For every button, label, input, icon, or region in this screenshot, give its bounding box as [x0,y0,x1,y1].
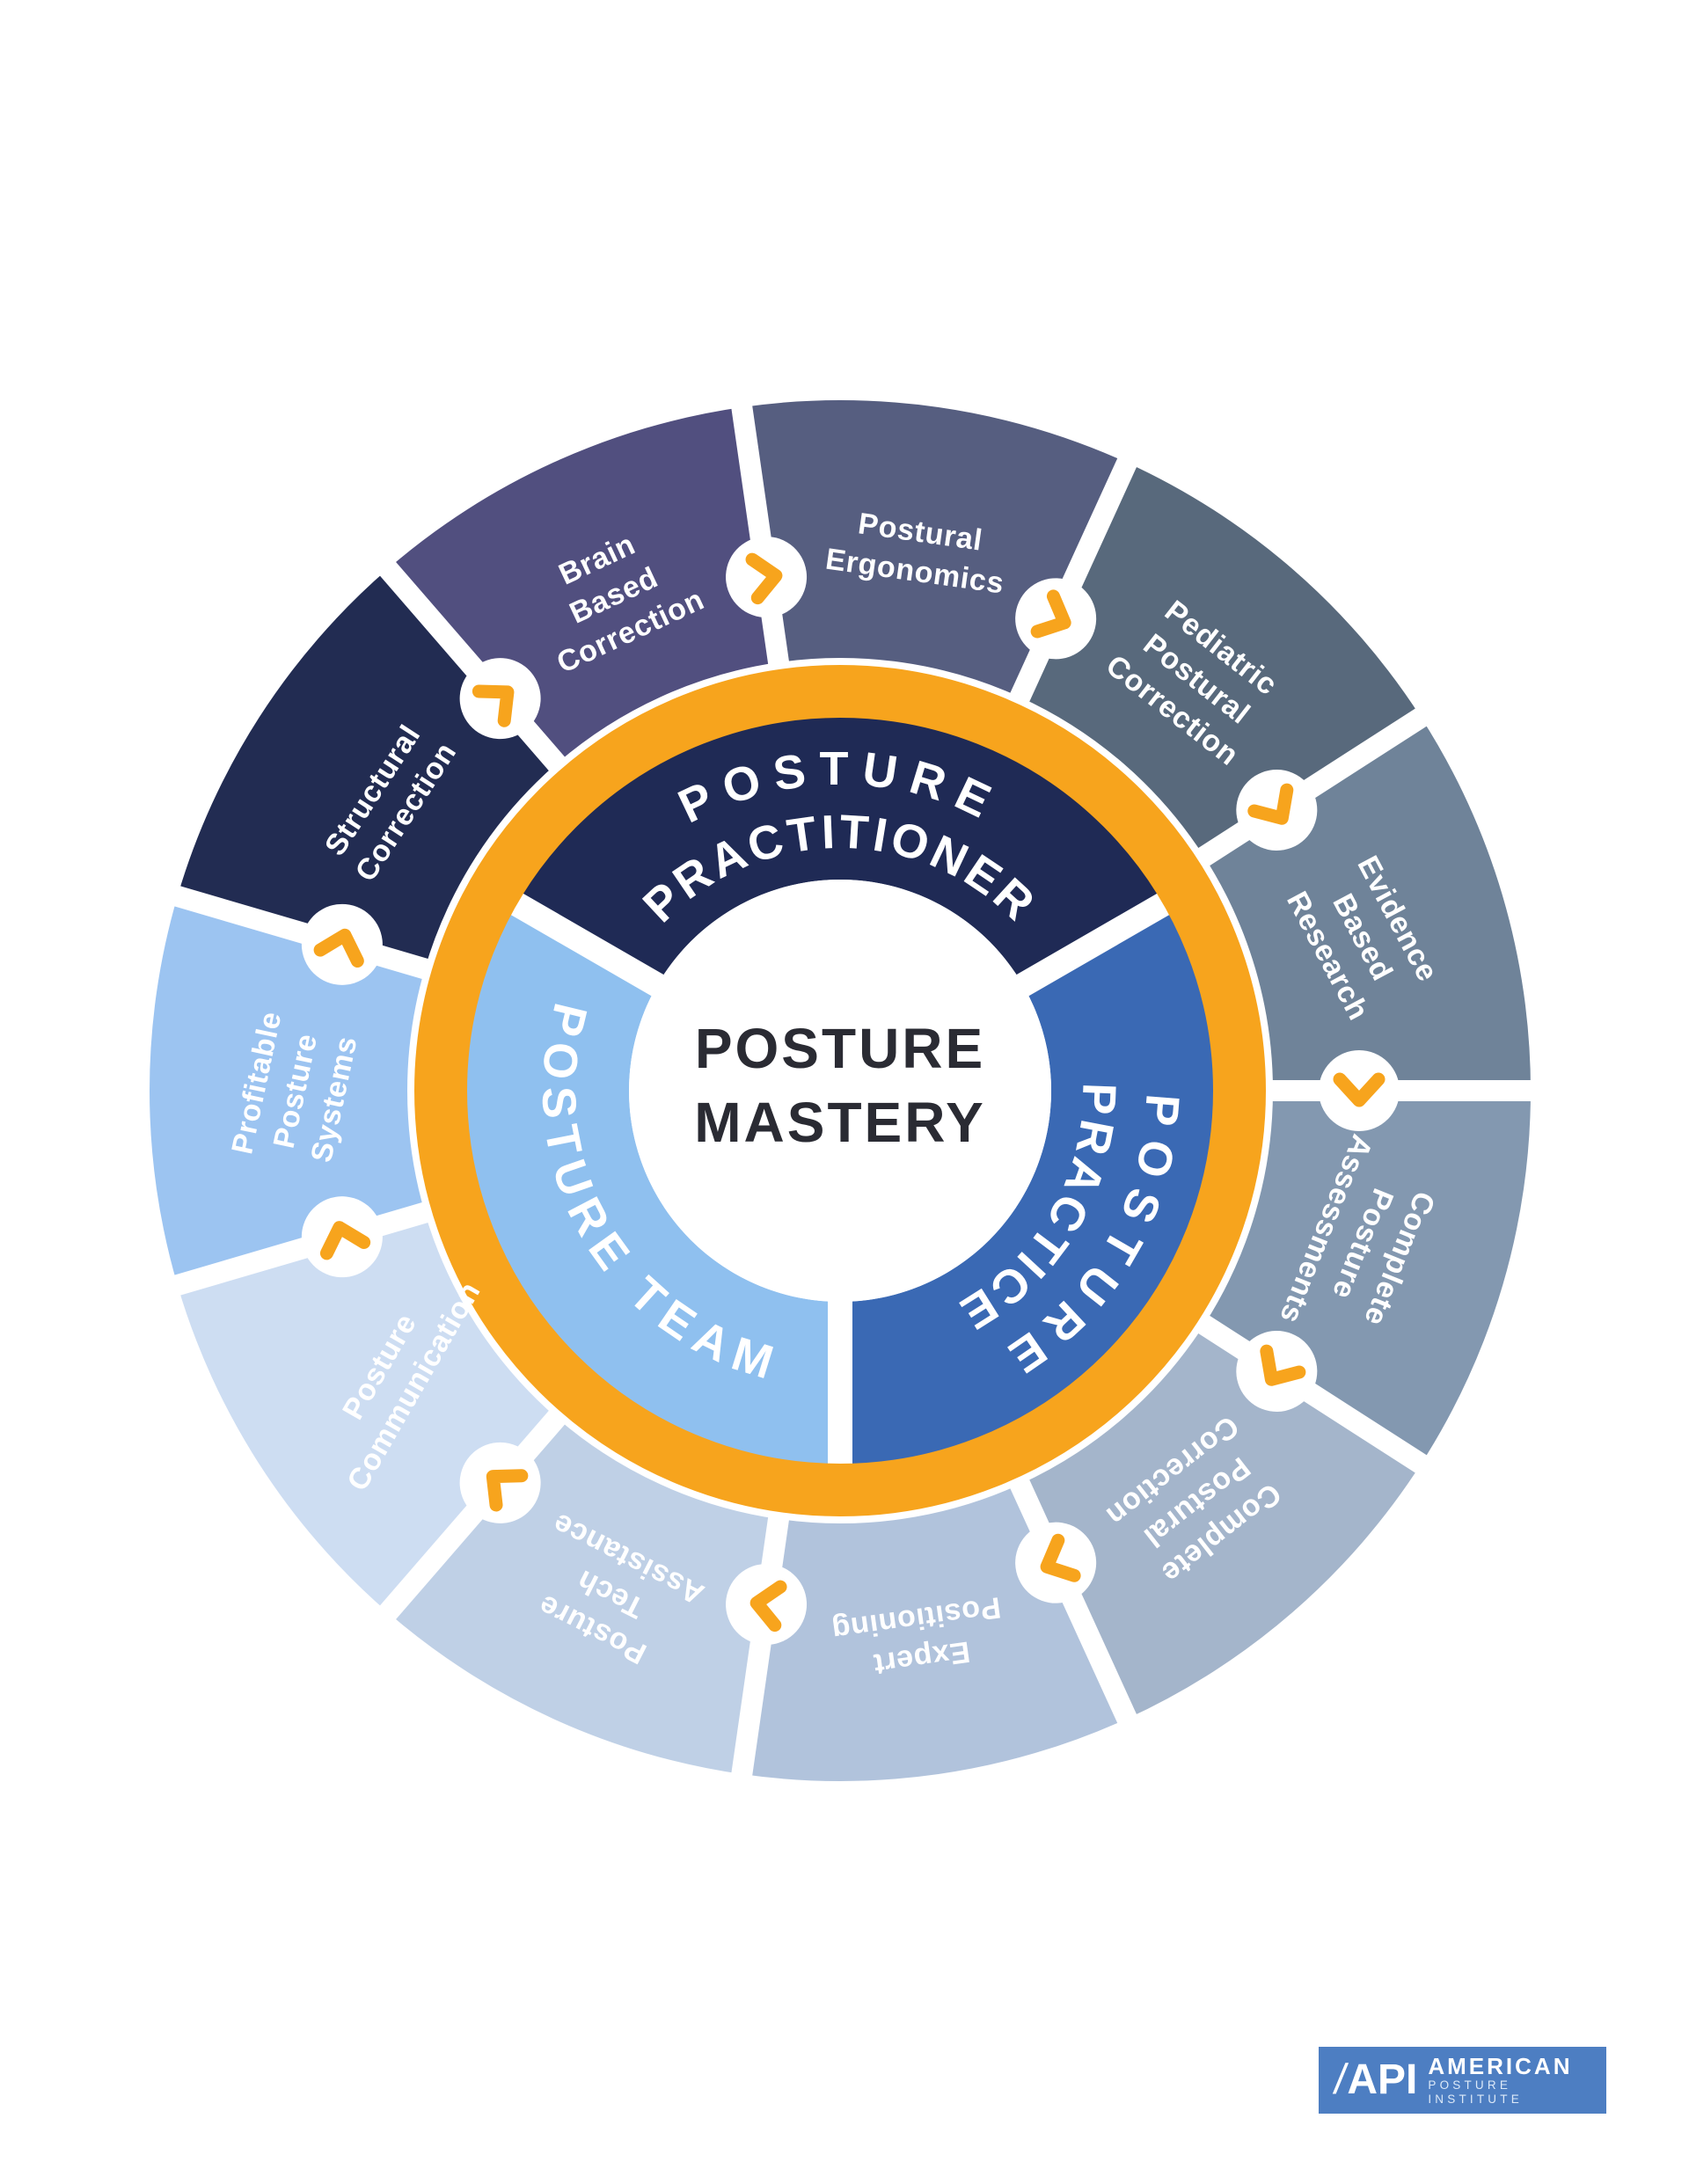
outer-segment-complete-postural-correction [1020,1325,1422,1720]
chevron-marker-10 [459,658,541,740]
outer-segment-pediatric-postural-correction [1020,462,1422,857]
chevron-marker-4 [1236,1331,1318,1413]
api-logo-acronym: API [1347,2056,1418,2103]
inner-segment-posture-team [464,903,840,1465]
api-logo-names: AMERICAN POSTURE INSTITUTE [1428,2052,1594,2107]
center-circle [629,880,1051,1302]
api-logo-name-bottom: POSTURE INSTITUTE [1428,2078,1523,2107]
inner-ring-gap-lines [504,889,1176,1471]
outer-gap-line-9 [166,883,440,982]
chevron-marker-7 [459,1442,541,1523]
outer-gap-line-1 [1005,450,1140,713]
chevron-right-icon-1 [1030,589,1071,639]
inner-gap-line-0 [1005,889,1176,1003]
api-logo-name-top: AMERICAN [1428,2052,1573,2079]
chevron-right-icon-0 [745,552,783,605]
outer-segment-profitable-posture-systems [149,895,425,1286]
chevron-right-icon-10 [472,684,515,727]
chevron-right-icon-2 [1247,783,1294,825]
chevron-marker-9 [301,903,383,985]
center-title-line2: MASTERY [694,1091,986,1154]
inner-segment-posture-practitioner [515,716,1165,985]
chevron-right-icon-7 [486,1469,529,1512]
chevron-marker-5 [1015,1522,1097,1603]
outer-gap-line-4 [1188,1309,1434,1478]
api-logo: /API AMERICAN POSTURE INSTITUTE [1319,2047,1606,2114]
center-title-group: POSTURE MASTERY [694,1017,986,1154]
center-circle-group [629,880,1051,1302]
inner-segment-posture-practice [840,903,1215,1465]
chevron-right-icon-4 [1260,1344,1306,1386]
chevron-right-icon-8 [319,1221,371,1260]
outer-gap-line-5 [1005,1468,1140,1731]
chevron-right-icon-3 [1333,1072,1386,1107]
chevron-marker-1 [1015,578,1097,660]
outer-ring [149,400,1531,1781]
chevron-right-icon-5 [1040,1533,1081,1582]
chevron-marker-3 [1319,1050,1400,1131]
chevron-icons [301,537,1400,1645]
chevron-marker-8 [301,1196,383,1278]
chevron-marker-0 [726,537,808,618]
outer-gap-line-10 [374,556,574,780]
orange-ring [414,665,1266,1516]
chevron-marker-6 [726,1563,808,1645]
center-title-line1: POSTURE [695,1017,985,1080]
outer-gap-line-8 [166,1199,440,1298]
inner-ring [464,716,1215,1465]
chevron-marker-2 [1236,769,1318,851]
outer-gap-line-7 [374,1401,574,1625]
chevron-right-icon-6 [749,1580,787,1633]
orange-ring-circle [414,665,1266,1516]
inner-gap-line-2 [504,889,675,1003]
outer-gap-line-2 [1188,704,1434,873]
api-logo-mark: /API [1331,2056,1418,2103]
chevron-right-icon-9 [313,928,364,968]
